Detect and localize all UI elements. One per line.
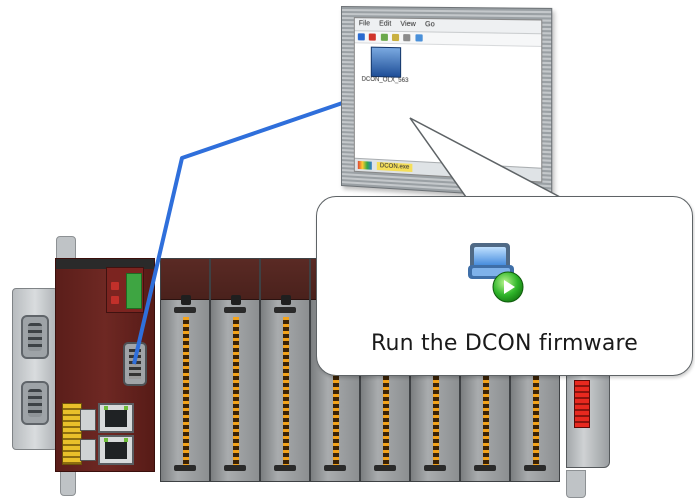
callout-text: Run the DCON firmware (317, 331, 692, 356)
dcon-firmware-icon (466, 239, 528, 305)
